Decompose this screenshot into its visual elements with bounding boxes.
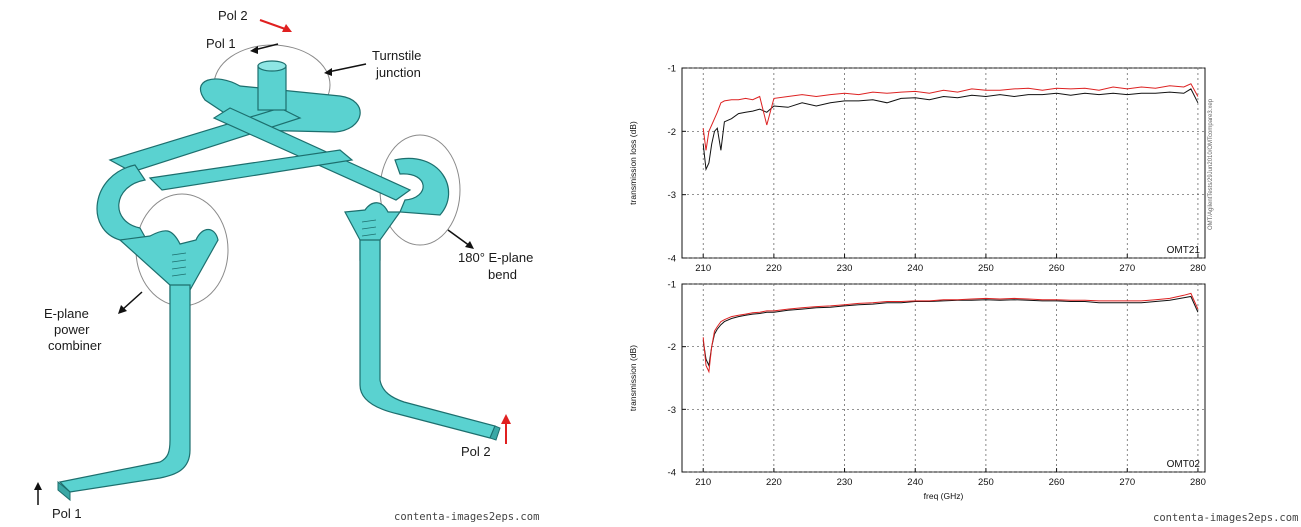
x-tick-label: 230 bbox=[837, 263, 853, 274]
right-loop-waveguide bbox=[394, 157, 450, 216]
right-watermark: contenta-images2eps.com bbox=[1153, 512, 1298, 524]
series-line-1 bbox=[702, 292, 1199, 374]
x-tick-label: 230 bbox=[837, 477, 853, 488]
pol1-bottom-arrow bbox=[34, 482, 42, 505]
left-loop-waveguide bbox=[96, 164, 152, 247]
x-tick-label: 270 bbox=[1119, 263, 1135, 274]
x-tick-label: 260 bbox=[1049, 263, 1065, 274]
pol2-top-label: Pol 2 bbox=[218, 8, 248, 23]
x-tick-label: 240 bbox=[907, 263, 923, 274]
turnstile-cylinder bbox=[257, 65, 287, 111]
side-note: OMT/AgilentTests/29Jun2010/OMTcompare3.x… bbox=[1208, 98, 1214, 230]
transmission-loss-chart: 210 220 230 240 250 260 270 280 -1 -2 -3 -4 transmis… bbox=[628, 64, 1214, 275]
series-line-0 bbox=[702, 88, 1199, 172]
x-axis-label: freq (GHz) bbox=[924, 491, 964, 501]
turnstile-arrow bbox=[324, 63, 367, 76]
pol1-bottom-label: Pol 1 bbox=[52, 506, 82, 521]
right-leg-waveguide bbox=[359, 239, 496, 439]
cross-arm-c bbox=[148, 149, 354, 191]
left-combiner-waveguide bbox=[118, 228, 219, 301]
combiner-label-line3: combiner bbox=[48, 338, 102, 353]
x-tick-label: 220 bbox=[766, 263, 782, 274]
pol2-bottom-label: Pol 2 bbox=[461, 444, 491, 459]
y-tick-label: -3 bbox=[668, 405, 676, 416]
x-tick-label: 260 bbox=[1049, 477, 1065, 488]
left-port-flange bbox=[57, 480, 71, 502]
x-tick-label: 250 bbox=[978, 477, 994, 488]
y-tick-label: -4 bbox=[668, 254, 676, 265]
pol1-top-label: Pol 1 bbox=[206, 36, 236, 51]
y-tick-label: -4 bbox=[668, 468, 676, 479]
pol1-top-arrow bbox=[250, 43, 279, 54]
bend-label-line1: 180° E-plane bbox=[458, 250, 533, 265]
combiner-label-line1: E-plane bbox=[44, 306, 89, 321]
turnstile-cylinder-top bbox=[257, 60, 287, 72]
bend-arrow bbox=[447, 229, 474, 249]
y-tick-label: -2 bbox=[668, 342, 676, 353]
pol2-top-arrow bbox=[259, 19, 292, 32]
turnstile-label-line2: junction bbox=[375, 65, 421, 80]
pol2-bottom-arrow bbox=[501, 414, 511, 444]
plot-corner-label: OMT21 bbox=[1167, 245, 1201, 256]
plot-frame bbox=[681, 283, 1206, 473]
x-tick-label: 210 bbox=[695, 263, 711, 274]
plot-frame bbox=[681, 67, 1206, 259]
series-line-1 bbox=[702, 83, 1199, 151]
y-tick-label: -1 bbox=[668, 280, 676, 291]
plot-corner-label: OMT02 bbox=[1167, 459, 1201, 470]
y-tick-label: -3 bbox=[668, 190, 676, 201]
y-axis-label: transmission (dB) bbox=[628, 345, 638, 411]
left-watermark: contenta-images2eps.com bbox=[394, 511, 539, 523]
x-tick-label: 250 bbox=[978, 263, 994, 274]
x-tick-label: 270 bbox=[1119, 477, 1135, 488]
combiner-arrow bbox=[118, 291, 143, 314]
turnstile-label-line1: Turnstile bbox=[372, 48, 421, 63]
series-line-0 bbox=[702, 295, 1199, 368]
y-axis-label: transmission loss (dB) bbox=[628, 121, 638, 205]
y-tick-label: -2 bbox=[668, 127, 676, 138]
x-tick-label: 220 bbox=[766, 477, 782, 488]
transmission-chart: 210 220 230 240 250 260 270 280 -1 -2 -3 -4 transmis… bbox=[628, 280, 1206, 502]
x-tick-label: 280 bbox=[1190, 477, 1206, 488]
combiner-label-line2: power bbox=[54, 322, 90, 337]
x-tick-label: 240 bbox=[907, 477, 923, 488]
bend-label-line2: bend bbox=[488, 267, 517, 282]
right-port-flange bbox=[489, 425, 501, 441]
x-tick-label: 280 bbox=[1190, 263, 1206, 274]
combiner-hatching bbox=[171, 219, 377, 277]
y-tick-label: -1 bbox=[668, 64, 676, 75]
omt-diagram: Pol 2 Pol 1 Turnstile junction 180° E-pl… bbox=[34, 8, 539, 523]
x-tick-label: 210 bbox=[695, 477, 711, 488]
